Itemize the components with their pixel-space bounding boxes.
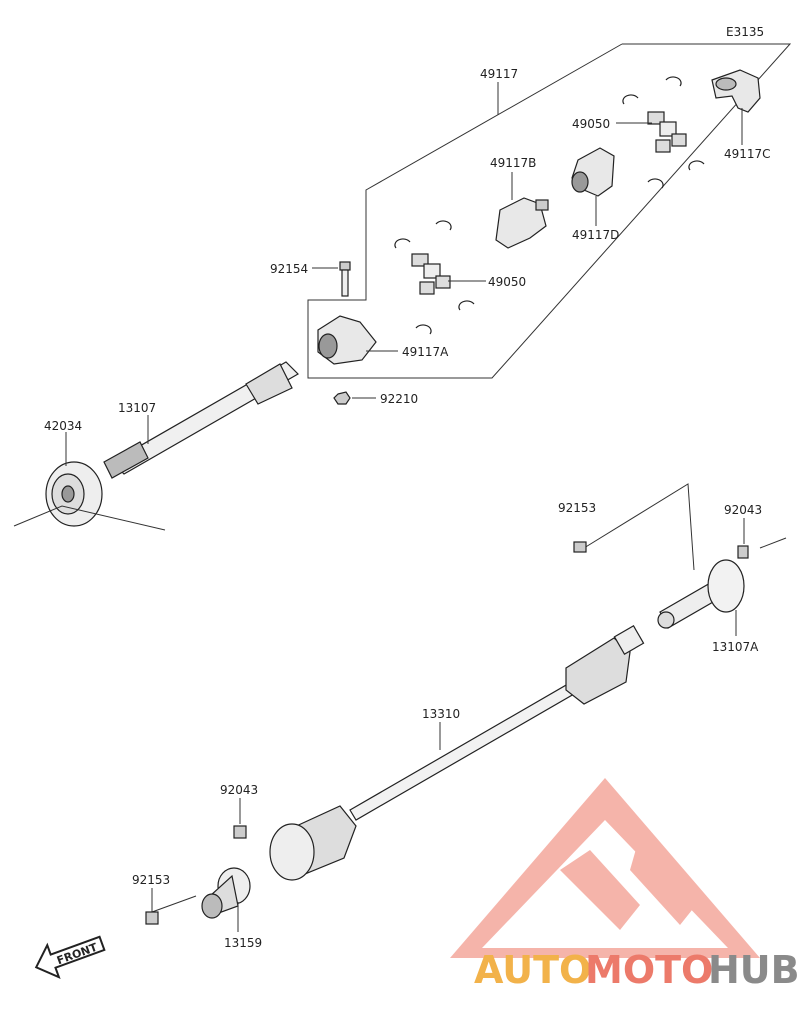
axis-line-right	[759, 537, 787, 549]
label-13107A: 13107A	[712, 640, 759, 654]
leader-92153-lower	[151, 888, 197, 913]
snap-ring	[647, 178, 664, 189]
label-49117C: 49117C	[724, 147, 771, 161]
snap-ring	[394, 238, 411, 249]
cross-49050-lower	[411, 253, 451, 295]
label-13310: 13310	[422, 707, 460, 721]
label-49050-upper: 49050	[572, 117, 610, 131]
pin-92043-lower	[233, 825, 247, 839]
bolt-92154	[339, 261, 351, 297]
label-92153-lower: 92153	[132, 873, 170, 887]
axis-line-left	[13, 505, 166, 531]
label-49050-lower: 49050	[488, 275, 526, 289]
driveshaft-13310	[269, 625, 645, 881]
snap-ring	[415, 324, 432, 335]
bolt-92153-lower	[145, 911, 159, 925]
hub-42034	[45, 461, 103, 527]
label-42034: 42034	[44, 419, 82, 433]
diagram-code: E3135	[726, 25, 764, 39]
label-13159: 13159	[224, 936, 262, 950]
snap-ring	[665, 76, 682, 87]
label-92043-lower: 92043	[220, 783, 258, 797]
snap-ring	[435, 220, 452, 231]
shaft-13107	[103, 361, 299, 479]
yoke-49117C	[711, 69, 761, 113]
watermark-moto: MOTO	[585, 948, 713, 992]
snap-ring	[458, 300, 475, 311]
front-arrow: FRONT	[34, 935, 106, 979]
label-92043-upper: 92043	[724, 503, 762, 517]
snap-ring	[622, 94, 639, 105]
yoke-49117D	[571, 147, 615, 197]
snap-ring	[688, 160, 705, 171]
watermark-auto: AUTO	[474, 948, 591, 992]
cross-49050-upper	[647, 111, 687, 153]
yoke-49117A	[317, 315, 377, 365]
watermark-hub: HUB	[708, 948, 800, 992]
nut-92210	[333, 391, 351, 405]
leader-92153-upper	[583, 483, 695, 571]
label-13107: 13107	[118, 401, 156, 415]
label-92153-upper: 92153	[558, 501, 596, 515]
shaft-13107A	[657, 559, 745, 629]
label-92154: 92154	[270, 262, 308, 276]
label-49117A: 49117A	[402, 345, 449, 359]
label-92210: 92210	[380, 392, 418, 406]
pin-92043-upper	[737, 545, 749, 559]
yoke-49117B	[495, 197, 549, 249]
hub-13159	[201, 867, 251, 919]
label-49117: 49117	[480, 67, 518, 81]
label-49117D: 49117D	[572, 228, 619, 242]
bolt-92153-upper	[573, 541, 587, 553]
watermark-logo	[450, 778, 760, 958]
label-49117B: 49117B	[490, 156, 536, 170]
